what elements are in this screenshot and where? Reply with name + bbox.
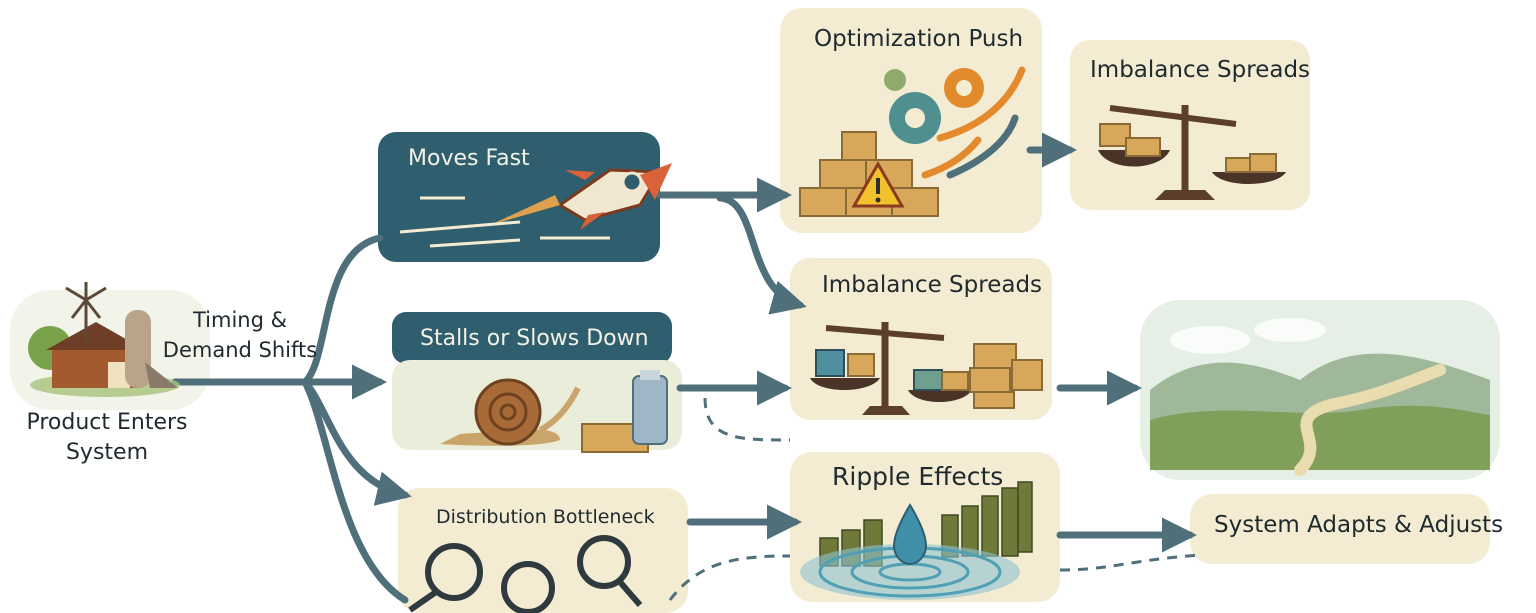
water-drop-icon — [892, 503, 928, 566]
bottleneck-label: Distribution Bottleneck — [436, 506, 655, 528]
rocket-icon — [490, 163, 672, 230]
stalls-label: Stalls or Slows Down — [420, 326, 649, 351]
connector-fast-to-imbalance — [716, 194, 807, 315]
shift-label-line1: Timing & — [193, 308, 287, 332]
optimization-label: Optimization Push — [814, 26, 1024, 52]
gear-icon — [884, 68, 984, 144]
windmill-icon — [65, 282, 107, 342]
imbalance-mid-label: Imbalance Spreads — [822, 272, 1043, 298]
connectors — [171, 132, 1197, 604]
connector-to-moves-fast — [301, 234, 384, 386]
source-label-line1: Product Enters — [26, 410, 188, 435]
stalls-panel-top — [392, 312, 672, 364]
scale-icon-mid — [810, 322, 972, 415]
moves-fast-panel — [378, 132, 660, 262]
dashed-ripple — [1059, 553, 1201, 572]
moves-fast-label: Moves Fast — [408, 146, 530, 171]
landscape-icon — [1150, 318, 1490, 476]
box-pile-icon — [969, 343, 1043, 409]
connector-to-bottom — [301, 378, 409, 604]
bottle-icon — [632, 370, 668, 445]
magnifier-icon — [408, 535, 643, 613]
ripple-label: Ripple Effects — [832, 462, 1004, 491]
imbalance-top-label: Imbalance Spreads — [1090, 57, 1311, 83]
speed-lines — [399, 196, 610, 248]
adapts-panel — [1190, 494, 1490, 564]
dashed-connectors — [668, 397, 1201, 601]
shift-label-line2: Demand Shifts — [162, 338, 318, 362]
scale-icon — [1098, 105, 1286, 200]
snail-icon — [440, 378, 581, 446]
growth-arrow-icon — [921, 66, 1026, 179]
dashed-bottleneck — [668, 554, 791, 601]
source-label-line2: System — [65, 440, 149, 465]
adapts-label: System Adapts & Adjusts — [1214, 512, 1504, 538]
warning-icon — [851, 160, 905, 208]
dashed-stalls — [703, 397, 791, 442]
connector-to-bottleneck — [301, 378, 412, 506]
farm-icon — [28, 310, 180, 397]
